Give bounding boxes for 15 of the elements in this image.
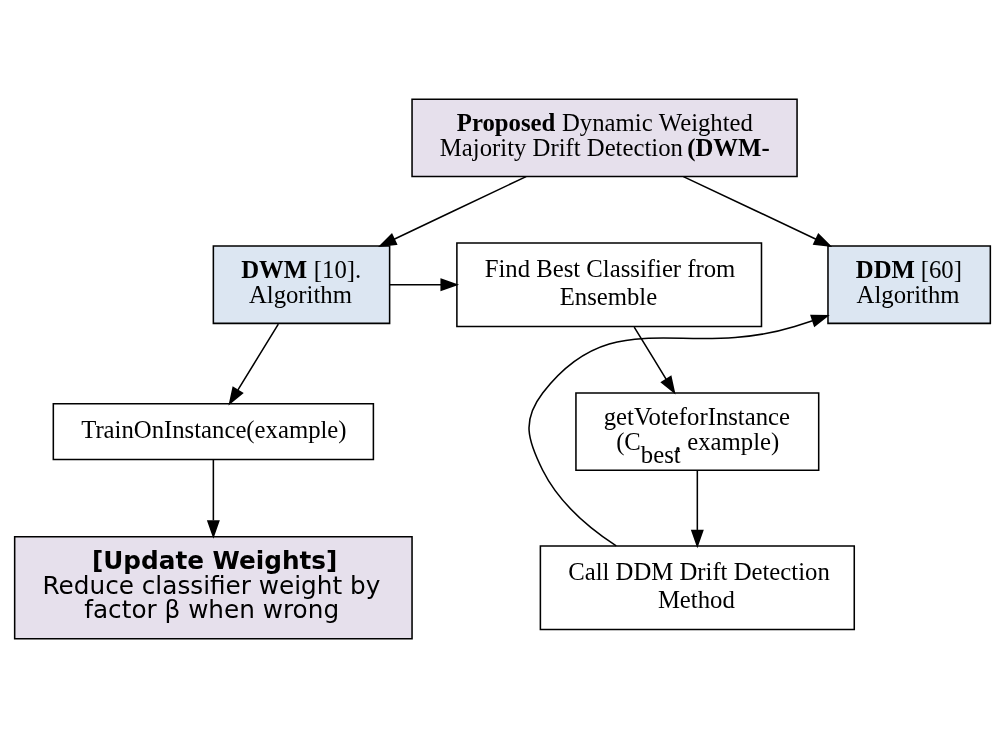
arrow (228, 323, 280, 406)
arrow (690, 469, 704, 549)
node-box: TrainOnInstance(example) (52, 403, 375, 461)
arrow (389, 278, 459, 292)
node-box: DWM [10]. Algorithm (212, 245, 391, 325)
arrow (682, 175, 833, 247)
node-box: DDM [60] Algorithm (827, 245, 992, 325)
node-box: Call DDM Drift Detection Method (539, 545, 856, 631)
node-box: Proposed Dynamic Weighted Majority Drift Detection (DWM- (411, 98, 798, 178)
node-box: Find Best Classifier from Ensemble (456, 242, 763, 328)
arrow (206, 459, 220, 539)
arrow (633, 326, 676, 395)
node-box: [Update Weights] Reduce classifier weight by factor β when wrong (13, 536, 413, 640)
arrow (528, 314, 830, 547)
arrow (378, 175, 527, 247)
